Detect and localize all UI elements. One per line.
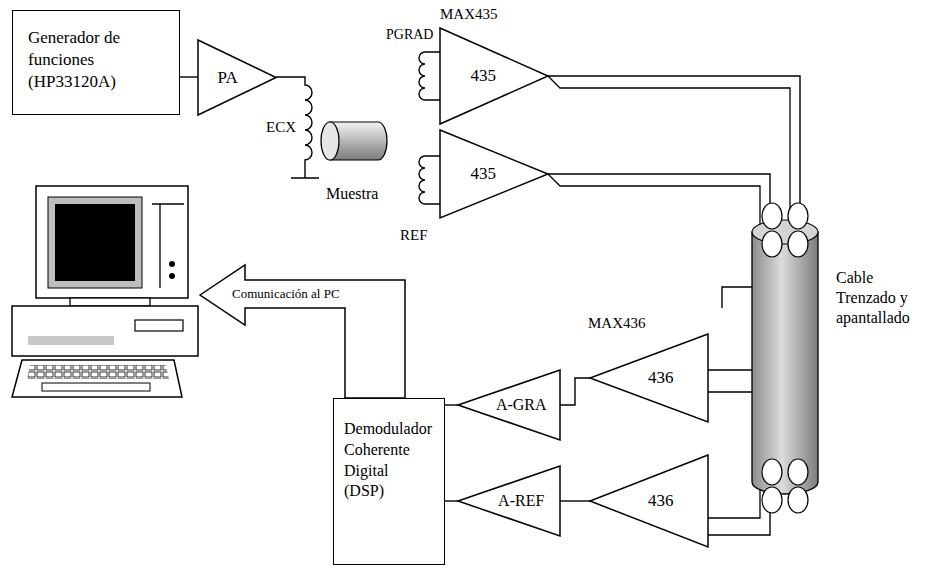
monitor-screen [55, 204, 135, 281]
monitor-button [169, 273, 175, 279]
node-text: A-REF [498, 492, 544, 510]
driver-triangle: 435 [440, 130, 548, 218]
pair-wire [548, 174, 760, 518]
signal-wire [560, 500, 590, 501]
signal-wire [180, 76, 198, 77]
triangle-shape [458, 370, 560, 440]
cable-wire-end [788, 459, 808, 485]
coil-label: REF [400, 226, 428, 245]
dsp-box: Demodulador Coherente Digital (DSP) [333, 398, 445, 565]
arrow-label: Comunicación al PC [232, 286, 340, 302]
coil-label: ECX [266, 118, 296, 137]
cable-wire-end [788, 487, 808, 513]
cable-wire-end [762, 231, 782, 257]
node-text: PA [218, 68, 238, 88]
cable-wire-end [762, 459, 782, 485]
reference-coil [419, 156, 440, 204]
cable-wire-end [762, 487, 782, 513]
node-text: A-GRA [496, 396, 547, 414]
triangle-shape [440, 28, 548, 124]
computer-strip [28, 336, 114, 345]
amplifier-triangle: PA [198, 40, 276, 115]
generator-box: Generador de funciones (HP33120A) [12, 10, 180, 115]
communication-arrow [200, 265, 405, 398]
shield-ground [722, 287, 752, 308]
keyboard-keys [27, 365, 169, 379]
node-text: 435 [470, 66, 496, 86]
monitor-panel [152, 204, 184, 288]
chip-label: MAX435 [440, 5, 498, 24]
node-text: 435 [470, 164, 496, 184]
triangle-shape [458, 466, 560, 536]
cable-body [752, 232, 818, 494]
sample-label: Muestra [326, 184, 378, 204]
receiver-triangle: 436 [590, 334, 708, 422]
amplifier-triangle: A-GRA [458, 370, 560, 440]
node-text: Generador de funciones (HP33120A) [28, 27, 158, 93]
cable-wire-end [788, 231, 808, 257]
receiver-triangle: 436 [590, 455, 708, 547]
monitor-button [169, 261, 175, 267]
triangle-shape [590, 334, 708, 422]
coil-label: PGRAD [386, 26, 433, 44]
cable-label: Cable Trenzado y apantallado [836, 268, 928, 328]
sample-face [321, 122, 339, 160]
driver-triangle: 435 [440, 28, 548, 124]
monitor-case [36, 186, 188, 298]
amplifier-triangle: A-REF [458, 466, 560, 536]
chip-label: MAX436 [588, 314, 646, 333]
gradient-coil [419, 52, 440, 100]
cable-wire-end [788, 203, 808, 229]
triangle-shape [590, 455, 708, 547]
triangle-shape [198, 40, 276, 115]
cable-wire-end [762, 203, 782, 229]
triangle-shape [440, 130, 548, 218]
keyboard-spacebar [42, 383, 150, 391]
node-text: 436 [648, 491, 674, 511]
computer-base [12, 306, 198, 356]
disk-slot [135, 320, 183, 331]
node-text: Demodulador Coherente Digital (DSP) [344, 419, 432, 502]
monitor-bezel [48, 197, 142, 288]
monitor-stand [70, 298, 150, 306]
keyboard [12, 360, 182, 397]
signal-wire [560, 378, 590, 405]
node-text: 436 [648, 368, 674, 388]
